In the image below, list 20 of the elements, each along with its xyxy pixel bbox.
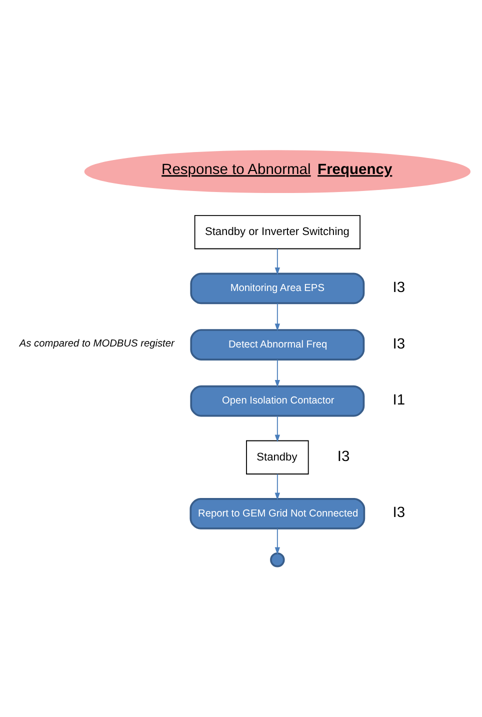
node-box: Standby — [246, 440, 309, 474]
node-box: Open Isolation Contactor — [190, 385, 365, 417]
node-box: Monitoring Area EPS — [190, 272, 365, 304]
node-label: I1 — [392, 392, 406, 409]
node-box: Report to GEM Grid Not Connected — [190, 498, 366, 530]
arrow — [274, 416, 280, 442]
node-box: Standby or Inverter Switching — [194, 215, 360, 250]
node-label: I3 — [392, 336, 406, 352]
label: As compared to MODBUS register — [19, 338, 174, 350]
node-label: I3 — [337, 448, 350, 465]
arrow — [274, 474, 280, 500]
node-label: I3 — [392, 280, 406, 296]
node-box: Detect Abnormal Freq — [190, 329, 365, 360]
arrow — [274, 302, 280, 332]
arrow — [274, 248, 280, 275]
arrow — [274, 528, 280, 555]
arrow — [274, 359, 280, 388]
node-ellipse: Response to Abnormal Frequency — [84, 150, 471, 194]
node-circle — [270, 552, 285, 568]
node-label: I3 — [392, 505, 406, 522]
